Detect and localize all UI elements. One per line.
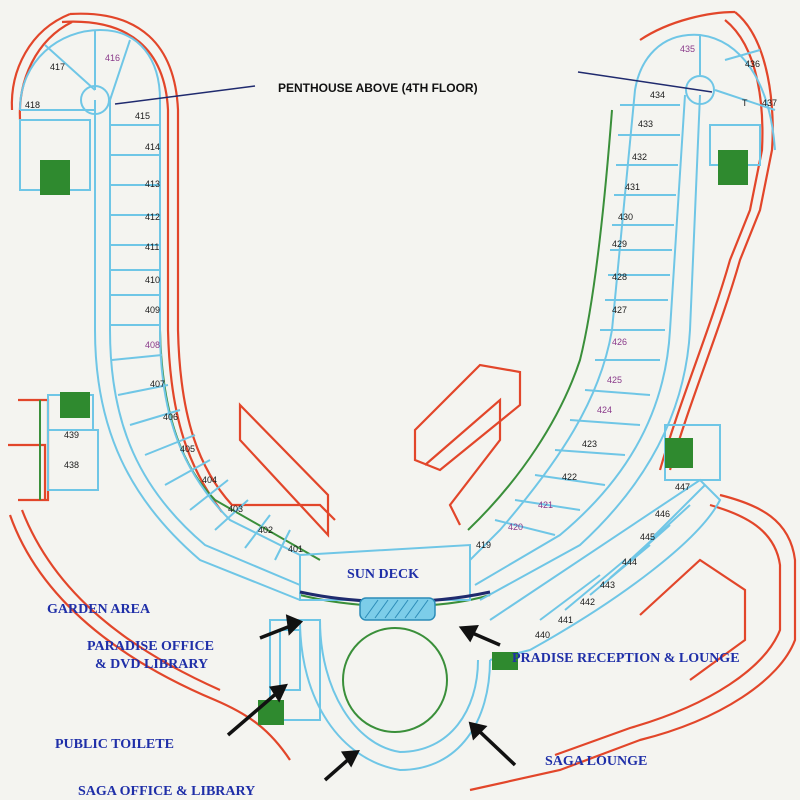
garden-area-label: GARDEN AREA (47, 602, 151, 617)
room-408: 408 (145, 340, 160, 350)
room-405: 405 (180, 444, 195, 454)
outer-hull (8, 10, 797, 792)
room-outlines (19, 28, 776, 772)
stair-blocks (40, 150, 748, 725)
room-406: 406 (163, 412, 178, 422)
room-440: 440 (535, 630, 550, 640)
room-445: 445 (640, 532, 655, 542)
room-418: 418 (25, 100, 40, 110)
dvd-library-label: & DVD LIBRARY (95, 657, 208, 672)
room-419: 419 (476, 540, 491, 550)
room-447: 447 (675, 482, 690, 492)
room-442: 442 (580, 597, 595, 607)
room-416: 416 (105, 53, 120, 63)
room-410: 410 (145, 275, 160, 285)
room-414: 414 (145, 142, 160, 152)
room-438: 438 (64, 460, 79, 470)
room-424: 424 (597, 405, 612, 415)
room-434: 434 (650, 90, 665, 100)
room-427: 427 (612, 305, 627, 315)
room-407: 407 (150, 379, 165, 389)
room-403: 403 (228, 504, 243, 514)
room-426: 426 (612, 337, 627, 347)
room-431: 431 (625, 182, 640, 192)
room-429: 429 (612, 239, 627, 249)
room-409: 409 (145, 305, 160, 315)
room-443: 443 (600, 580, 615, 590)
room-437: 437 (762, 98, 777, 108)
room-401: 401 (288, 544, 303, 554)
reception-label: PRADISE RECEPTION & LOUNGE (512, 651, 740, 666)
paradise-office-label: PARADISE OFFICE (87, 639, 214, 654)
saga-office-label: SAGA OFFICE & LIBRARY (78, 784, 255, 799)
room-435: 435 (680, 44, 695, 54)
room-446: 446 (655, 509, 670, 519)
room-437-t: T (742, 98, 748, 108)
pool-hatching (364, 599, 429, 619)
room-441: 441 (558, 615, 573, 625)
room-436: 436 (745, 59, 760, 69)
room-402: 402 (258, 525, 273, 535)
public-toilet-label: PUBLIC TOILETE (55, 737, 174, 752)
room-439: 439 (64, 430, 79, 440)
room-425: 425 (607, 375, 622, 385)
room-420: 420 (508, 522, 523, 532)
penthouse-leaders (114, 71, 713, 105)
room-430: 430 (618, 212, 633, 222)
room-412: 412 (145, 212, 160, 222)
sun-deck-label: SUN DECK (347, 567, 419, 582)
penthouse-label: PENTHOUSE ABOVE (4TH FLOOR) (278, 81, 478, 95)
room-433: 433 (638, 119, 653, 129)
room-413: 413 (145, 179, 160, 189)
room-421: 421 (538, 500, 553, 510)
room-411: 411 (145, 242, 159, 252)
room-422: 422 (562, 472, 577, 482)
room-428: 428 (612, 272, 627, 282)
room-417: 417 (50, 62, 65, 72)
room-444: 444 (622, 557, 637, 567)
saga-lounge-label: SAGA LOUNGE (545, 754, 647, 769)
room-432: 432 (632, 152, 647, 162)
room-numbers: 401 402 403 404 405 406 407 408 409 410 … (25, 44, 777, 640)
room-423: 423 (582, 439, 597, 449)
room-404: 404 (202, 475, 217, 485)
room-415: 415 (135, 111, 150, 121)
arrows (226, 614, 517, 782)
sun-deck-pool (359, 597, 436, 621)
